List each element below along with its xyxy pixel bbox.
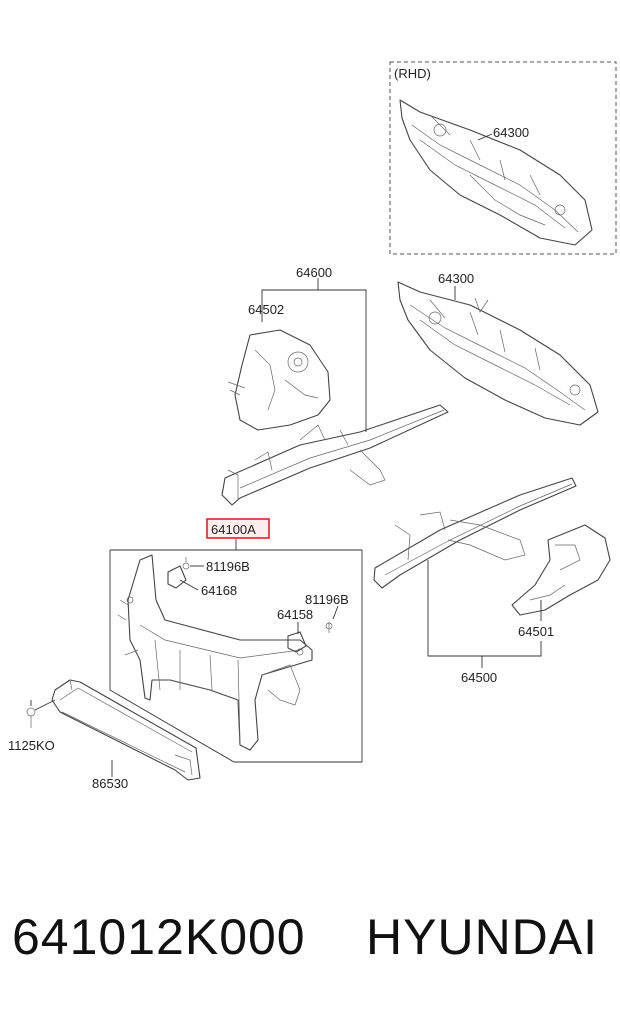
label-bolt-right: 81196B (305, 592, 349, 607)
dash-panel-drawing (397, 281, 599, 426)
label-bracket-right: 64158 (277, 607, 313, 622)
apron-lower-drawing (511, 524, 611, 616)
apron-upper-drawing (227, 329, 331, 431)
label-beam: 86530 (92, 776, 128, 791)
label-bracket-top: 64168 (201, 583, 237, 598)
bracket-right-drawing (287, 622, 333, 653)
label-carrier: 64100A (211, 522, 256, 537)
label-bolt-left: 1125KO (8, 738, 55, 753)
label-apron-upper: 64502 (248, 302, 284, 317)
label-dash-rhd: 64300 (493, 125, 529, 140)
side-member-upper-drawing (221, 404, 449, 506)
bumper-beam-drawing (51, 679, 201, 781)
label-apron-assy-lower: 64500 (461, 670, 497, 685)
dash-panel-rhd-drawing (399, 99, 593, 246)
rhd-note: (RHD) (394, 66, 431, 81)
front-end-carrier-drawing (117, 554, 313, 751)
label-bolt-top: 81196B (206, 559, 250, 574)
label-apron-assy-upper: 64600 (296, 265, 332, 280)
brand-name: HYUNDAI (366, 909, 599, 965)
carrier-label-highlight (206, 518, 270, 539)
part-number: 641012K000 (12, 909, 306, 965)
side-member-lower-drawing (373, 477, 577, 589)
label-dash: 64300 (438, 271, 474, 286)
rhd-variant-box (389, 61, 617, 255)
bracket-top-drawing (167, 557, 190, 589)
parts-diagram: (RHD) 64300 64300 64600 64502 (8, 61, 617, 791)
label-apron-lower: 64501 (518, 624, 554, 639)
bolt-left-drawing (26, 707, 36, 728)
